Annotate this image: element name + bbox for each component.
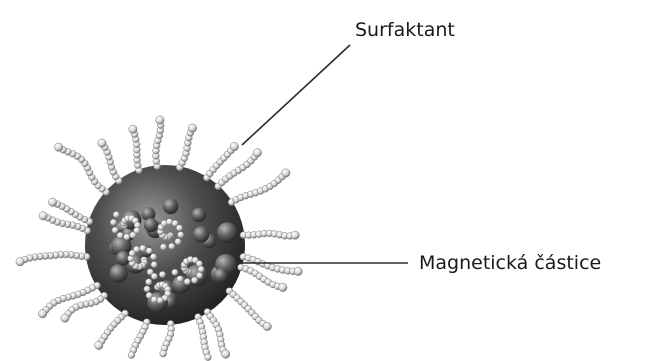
surfactant-bead	[177, 276, 183, 282]
core-bump	[217, 222, 238, 243]
surfactant-bead	[253, 149, 261, 157]
surfactant-bead	[124, 234, 130, 240]
magnetic-particle-label: Magnetická částice	[419, 254, 601, 273]
surfactant-bead	[95, 341, 103, 349]
core-bump	[163, 199, 179, 215]
surfactant-bead	[128, 352, 135, 359]
surfactant-bead	[230, 142, 238, 150]
surfactant-bead	[112, 227, 118, 233]
surfactant-bead	[159, 271, 165, 277]
surfactant-bead	[291, 231, 299, 239]
surfactant-bead	[54, 143, 62, 151]
surfactant-bead	[196, 272, 202, 278]
surfactant-bead	[191, 277, 197, 283]
surfactant-bead	[222, 350, 230, 358]
surfactant-chain	[128, 319, 150, 359]
surfactant-chain	[240, 230, 299, 239]
surfactant-bead	[130, 232, 136, 238]
surfactant-bead	[172, 269, 178, 275]
surfactant-label: Surfaktant	[355, 21, 455, 40]
core-bump	[193, 226, 209, 242]
surfactant-bead	[279, 283, 287, 291]
core-bump	[144, 218, 158, 232]
core-bump	[214, 268, 228, 282]
surfactant-bead	[176, 225, 182, 231]
surfactant-bead	[113, 211, 119, 217]
core-bump	[192, 208, 206, 222]
surfactant-bead	[156, 116, 164, 124]
surfactant-chain	[160, 320, 175, 357]
surfactant-bead	[144, 286, 150, 292]
surfactant-bead	[184, 278, 190, 284]
surfactant-bead	[151, 261, 157, 267]
surfactant-bead	[129, 125, 137, 133]
surfactant-leader-line	[242, 45, 350, 145]
surfactant-bead	[175, 238, 181, 244]
surfactant-bead	[198, 266, 204, 272]
surfactant-chain	[54, 143, 109, 196]
surfactant-bead	[282, 169, 290, 177]
surfactant-bead	[146, 292, 152, 298]
surfactant-bead	[294, 267, 302, 275]
surfactant-chain	[226, 288, 271, 331]
surfactant-bead	[166, 219, 172, 225]
core-bump	[109, 264, 127, 282]
surfactant-bead	[61, 314, 69, 322]
surfactant-bead	[169, 243, 175, 249]
surfactant-bead	[146, 279, 152, 285]
surfactant-bead	[263, 322, 271, 330]
surfactant-bead	[160, 350, 167, 357]
surfactant-bead	[178, 232, 184, 238]
surfactant-chain	[95, 310, 129, 350]
surfactant-chain	[39, 212, 91, 234]
surfactant-bead	[151, 273, 157, 279]
surfactant-chain	[153, 116, 165, 170]
surfactant-bead	[157, 297, 163, 303]
surfactant-chain	[195, 314, 212, 361]
surfactant-bead	[117, 232, 123, 238]
surfactant-chain	[98, 139, 123, 184]
surfactant-bead	[160, 244, 166, 250]
surfactant-chain	[176, 124, 196, 171]
surfactant-bead	[150, 254, 156, 260]
surfactant-chain	[16, 251, 90, 266]
surfactant-bead	[188, 124, 196, 132]
surfactant-chain	[129, 125, 143, 174]
surfactant-chain	[215, 149, 262, 190]
surfactant-bead	[16, 258, 24, 266]
surfactant-bead	[140, 245, 146, 251]
surfactant-bead	[38, 310, 46, 318]
surfactant-bead	[146, 248, 152, 254]
surfactant-bead	[39, 212, 47, 220]
surfactant-bead	[205, 354, 212, 361]
surfactant-bead	[133, 246, 139, 252]
surfactant-bead	[48, 198, 56, 206]
surfactant-bead	[98, 139, 106, 147]
surfactant-bead	[110, 219, 116, 225]
